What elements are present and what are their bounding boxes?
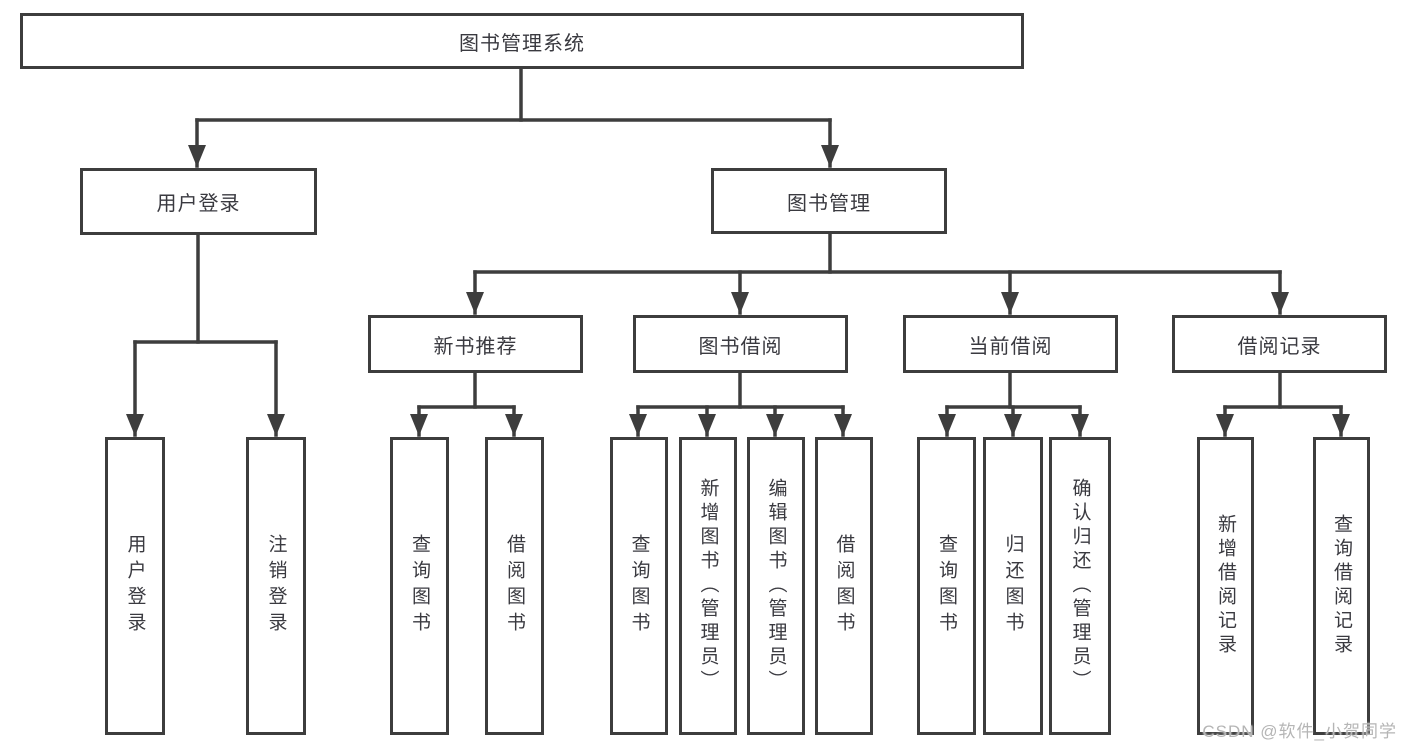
node-root: 图书管理系统 [20, 13, 1024, 69]
node-leaf-confirm-return-admin: 确认归还（管理员） [1049, 437, 1111, 735]
node-section-book-borrow: 图书借阅 [633, 315, 848, 373]
node-leaf-add-borrow-record: 新增借阅记录 [1197, 437, 1254, 735]
node-leaf-query-books-3: 查询图书 [917, 437, 976, 735]
node-leaf-query-books-1: 查询图书 [390, 437, 449, 735]
node-leaf-query-borrow-record: 查询借阅记录 [1313, 437, 1370, 735]
node-leaf-edit-books-admin: 编辑图书（管理员） [747, 437, 805, 735]
node-section-new-book-recommend: 新书推荐 [368, 315, 583, 373]
node-leaf-add-books-admin: 新增图书（管理员） [679, 437, 737, 735]
node-leaf-user-login: 用户登录 [105, 437, 165, 735]
node-leaf-query-books-2: 查询图书 [610, 437, 668, 735]
watermark: CSDN @软件_小贺同学 [1202, 722, 1397, 741]
node-leaf-return-books: 归还图书 [983, 437, 1043, 735]
node-leaf-logout: 注销登录 [246, 437, 306, 735]
node-user-login: 用户登录 [80, 168, 317, 235]
node-section-current-borrow: 当前借阅 [903, 315, 1118, 373]
node-leaf-borrow-books-2: 借阅图书 [815, 437, 873, 735]
node-section-borrow-records: 借阅记录 [1172, 315, 1387, 373]
node-book-management: 图书管理 [711, 168, 947, 234]
node-leaf-borrow-books-1: 借阅图书 [485, 437, 544, 735]
